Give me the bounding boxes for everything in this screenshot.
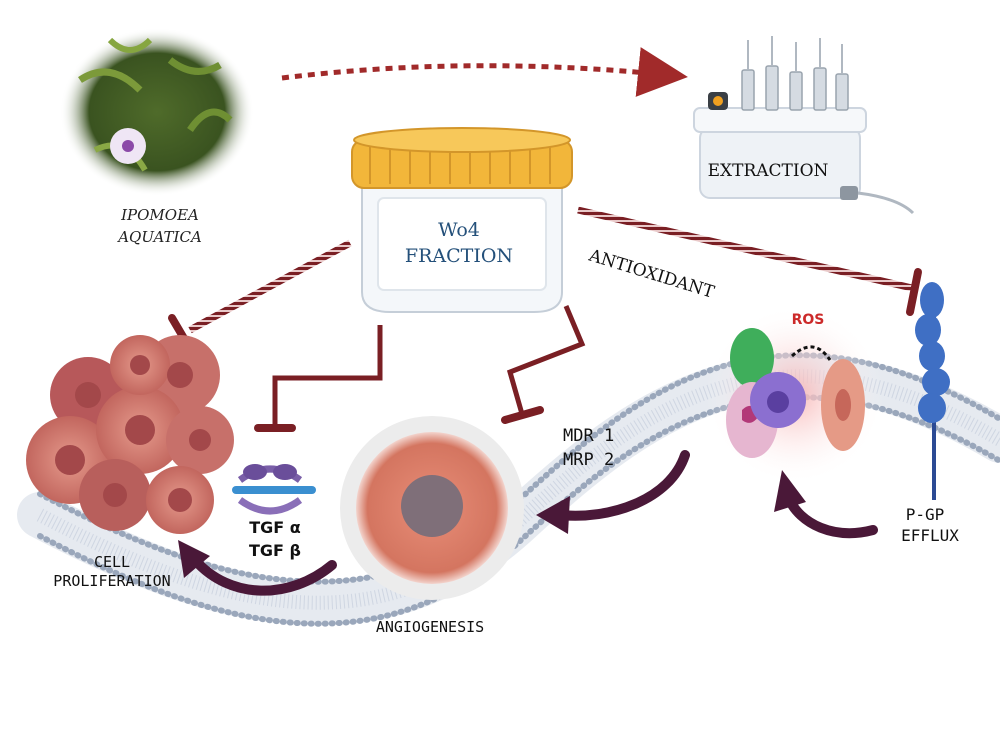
dotted-arrow xyxy=(281,47,688,97)
jar-label-line2: FRACTION xyxy=(405,245,513,267)
extraction-label: EXTRACTION xyxy=(708,161,829,181)
angiogenesis-label: ANGIOGENESIS xyxy=(376,618,484,636)
ros-arrow-icon xyxy=(790,345,832,361)
inhibitor-to-cell-proliferation xyxy=(168,239,352,356)
inhibitor-to-pgp xyxy=(577,206,922,316)
pgp-label-line1: P-GP xyxy=(906,505,945,524)
cell-proliferation-line2: PROLIFERATION xyxy=(53,572,170,590)
extraction-apparatus xyxy=(693,36,915,215)
cancer-cell-cluster xyxy=(26,335,234,534)
arrow-pgp-to-ros xyxy=(774,470,878,539)
inhibitor-to-angiogenesis xyxy=(501,305,586,424)
antioxidant-label: ANTIOXIDANT xyxy=(586,245,718,303)
wo4-fraction-jar xyxy=(351,127,573,313)
ros-label: ROS xyxy=(792,312,825,328)
arrow-ros-to-angiogenesis xyxy=(536,450,690,534)
plant-name-line1: IPOMOEA xyxy=(120,206,199,224)
pgp-receptor-icon xyxy=(915,282,950,500)
angiogenesis-tumour xyxy=(340,416,524,600)
tgf-protein-icon xyxy=(232,464,316,515)
arrow-angiogenesis-to-proliferation xyxy=(178,540,337,596)
inhibitor-to-tgf xyxy=(254,325,383,432)
mdr-label-line1: MDR 1 xyxy=(563,426,614,446)
plant-name-line2: AQUATICA xyxy=(116,228,202,246)
mdr-label-line2: MRP 2 xyxy=(563,450,614,470)
tgf-label-line1: TGF α xyxy=(249,518,301,537)
plant-image xyxy=(60,28,254,196)
cell-proliferation-line1: CELL xyxy=(94,553,130,571)
pgp-label-line2: EFFLUX xyxy=(901,526,959,545)
flow-arrows xyxy=(178,450,878,596)
ros-cell-cluster xyxy=(705,305,885,485)
tgf-label-line2: TGF β xyxy=(249,541,301,560)
jar-label-line1: Wo4 xyxy=(438,219,480,241)
